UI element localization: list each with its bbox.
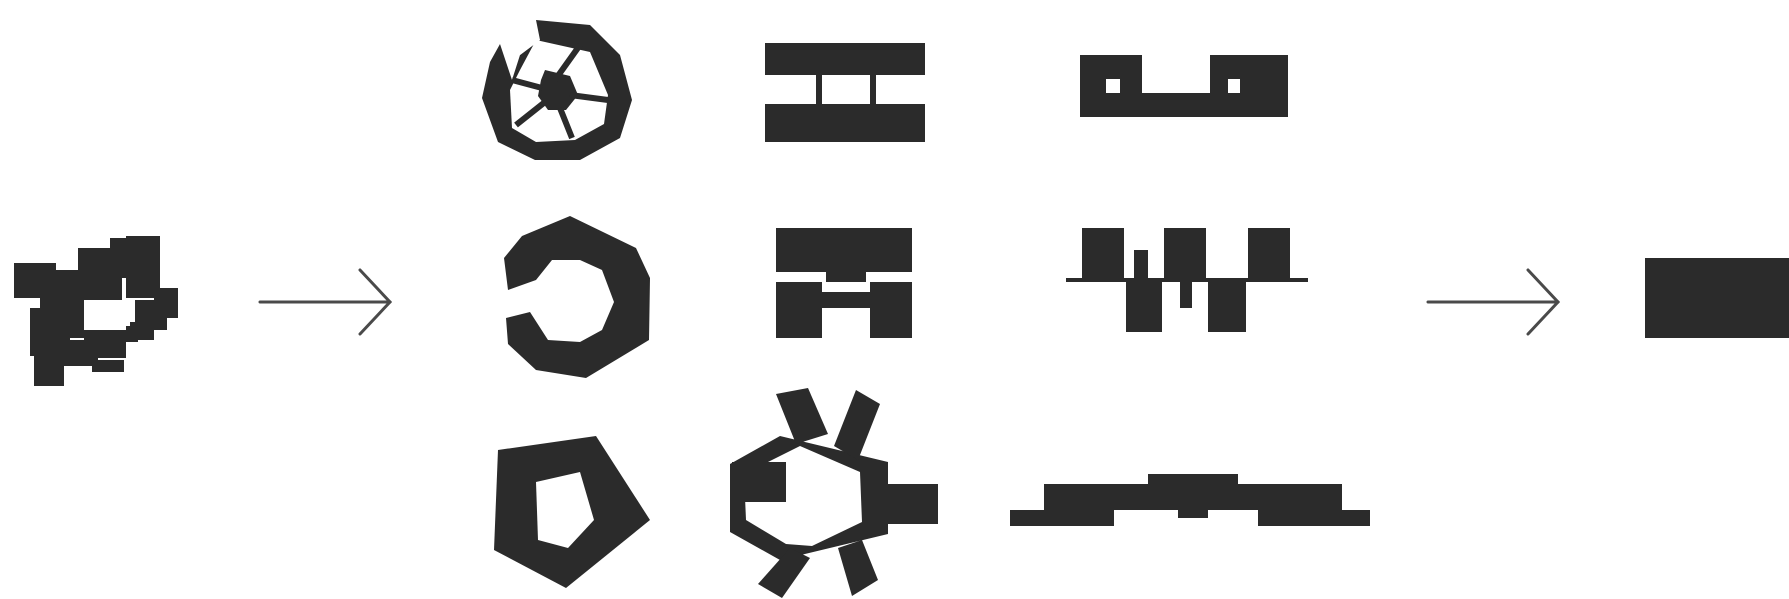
pentagon-ring — [494, 436, 650, 588]
bar-with-two-windows — [1080, 55, 1288, 117]
hexagon-ring-with-six-blocks — [730, 388, 938, 598]
notched-hexagonal-ring — [504, 216, 650, 378]
stepped-flat-plate — [1010, 474, 1370, 526]
double-bar-with-window — [765, 43, 925, 142]
stacked-bars-with-feet — [776, 228, 912, 338]
input-shape — [14, 236, 178, 386]
right-arrow-icon — [260, 270, 390, 334]
ring-with-hub-and-spokes — [482, 20, 632, 160]
output-shape — [1645, 258, 1789, 338]
right-arrow-icon — [1428, 270, 1558, 334]
comb-with-teeth — [1066, 228, 1308, 332]
